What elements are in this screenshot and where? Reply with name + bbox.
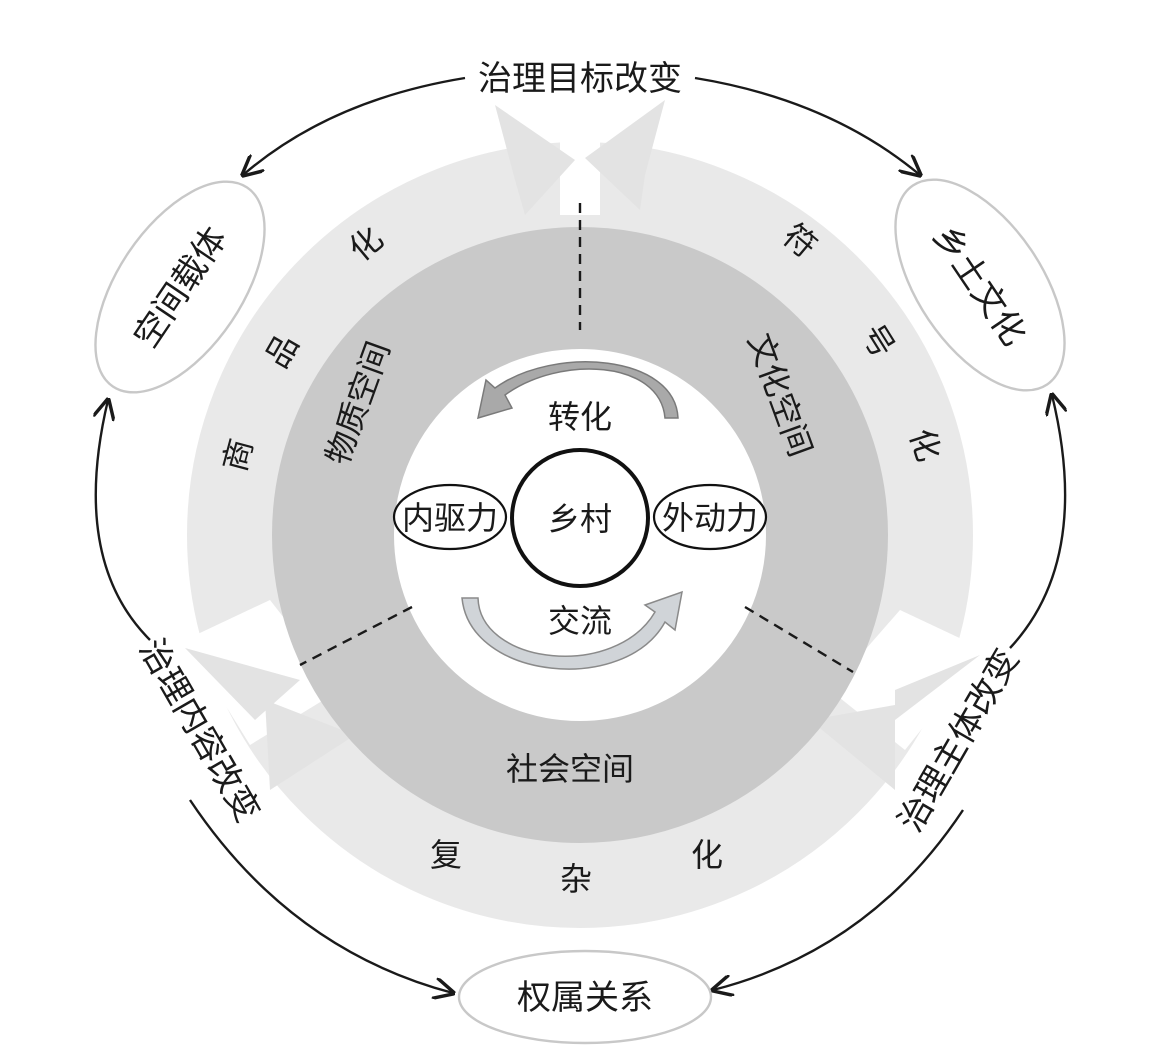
divider-right xyxy=(744,605,854,674)
core-right-oval xyxy=(652,483,768,551)
outer-ovals xyxy=(94,178,1066,1045)
label-core-right: 外动力 xyxy=(662,499,758,537)
arrowhead-top-right xyxy=(585,100,665,210)
label-core-left: 内驱力 xyxy=(402,499,498,537)
bottom-char-2: 杂 xyxy=(560,860,592,898)
core-arrows xyxy=(461,361,683,670)
label-core-center: 乡村 xyxy=(548,500,612,538)
arrowhead-top-left xyxy=(495,105,575,215)
label-bottom-oval: 权属关系 xyxy=(517,978,653,1018)
outer-arcs xyxy=(96,76,1065,993)
notch-top xyxy=(560,100,600,215)
arrowhead-lower-left-b xyxy=(265,700,355,790)
exchange-arrow xyxy=(461,590,683,670)
arc-top-right xyxy=(694,76,920,175)
oval-left xyxy=(94,180,266,394)
arc-bottom-right xyxy=(713,809,964,990)
bottom-char-1: 复 xyxy=(430,836,462,874)
oval-bottom xyxy=(457,949,713,1045)
transform-arrow xyxy=(477,361,679,420)
divider-left xyxy=(299,605,413,667)
label-top: 治理目标改变 xyxy=(478,59,682,99)
core-left-oval xyxy=(392,483,508,551)
arc-bottom-left xyxy=(189,799,453,993)
bottom-char-3: 化 xyxy=(691,836,723,874)
label-core-top: 转化 xyxy=(548,398,612,436)
core xyxy=(392,448,768,588)
arrow-ring xyxy=(185,100,985,928)
arc-right xyxy=(1009,395,1065,649)
core-center-circle xyxy=(510,448,650,588)
arc-left xyxy=(96,400,151,641)
arrowhead-lower-right-b xyxy=(810,705,895,790)
label-core-bottom: 交流 xyxy=(548,602,612,640)
arrowhead-lower-right-a xyxy=(895,655,980,720)
oval-right xyxy=(894,178,1066,392)
label-social-space: 社会空间 xyxy=(506,750,634,788)
arc-top-left xyxy=(243,76,466,175)
arrowhead-lower-left-a xyxy=(185,648,300,720)
